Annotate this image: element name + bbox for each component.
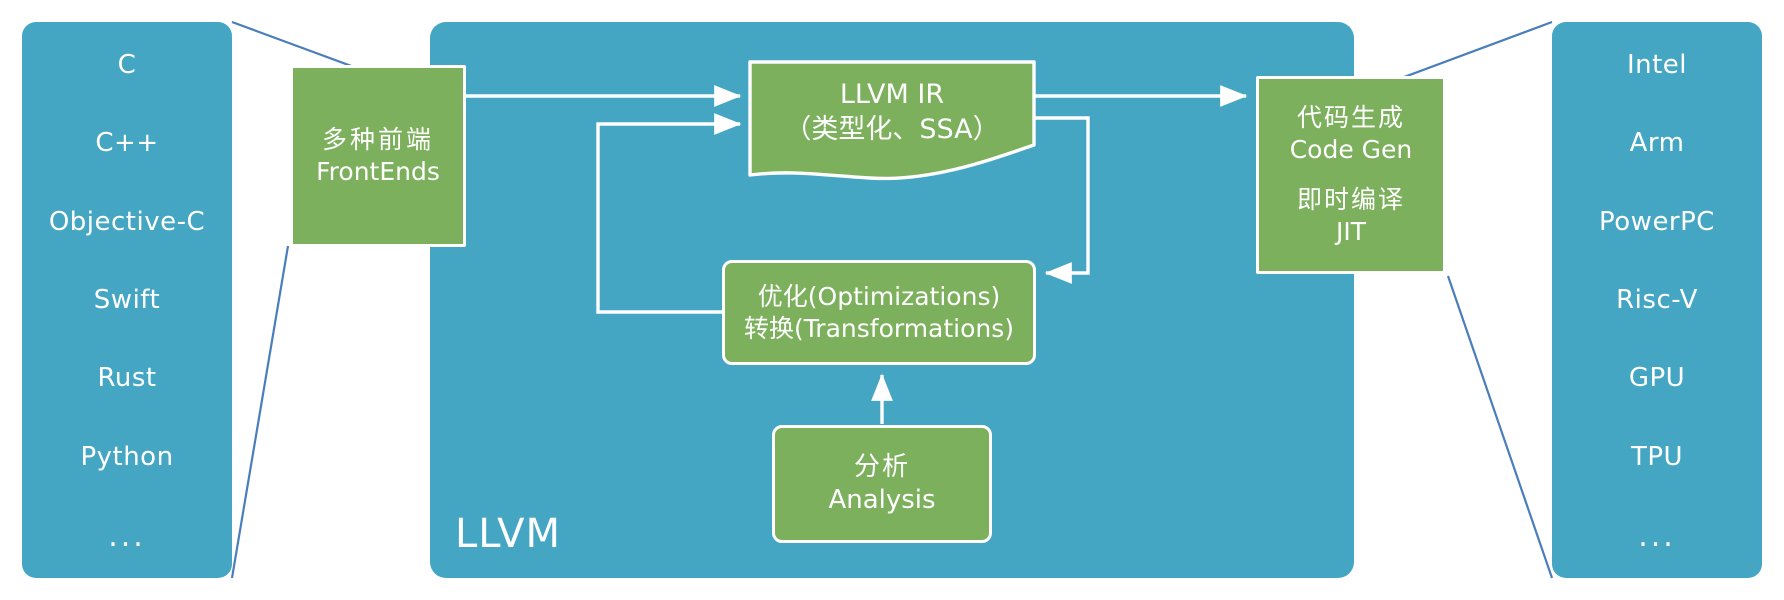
source-language-swift: Swift bbox=[93, 284, 161, 315]
box-codegen-line1: 代码生成 bbox=[1296, 103, 1405, 132]
target-arch-powerpc: PowerPC bbox=[1599, 206, 1715, 237]
box-optimizations-line1: 优化(Optimizations) bbox=[757, 281, 1001, 311]
box-optimizations-line2: 转换(Transformations) bbox=[743, 313, 1015, 343]
target-arch-arm: Arm bbox=[1629, 128, 1685, 159]
source-language-c: C bbox=[117, 50, 137, 80]
connector-right-bottom bbox=[1446, 275, 1554, 579]
connector-left-bottom bbox=[230, 245, 290, 579]
llvm-panel-label: LLVM bbox=[455, 511, 562, 557]
source-language-cpp: C++ bbox=[95, 128, 159, 159]
source-language-objective-c: Objective-C bbox=[48, 206, 206, 237]
box-analysis[interactable]: 分析 Analysis bbox=[772, 425, 992, 543]
target-arch-tpu: TPU bbox=[1630, 441, 1684, 472]
source-language-more: ... bbox=[108, 518, 146, 554]
llvm-ir-box-shape bbox=[748, 60, 1036, 181]
arrow-ir-to-optimizations bbox=[1018, 116, 1090, 284]
source-languages-column: C C++ Objective-C Swift Rust Python ... bbox=[22, 22, 232, 578]
box-codegen[interactable]: 代码生成 Code Gen 即时编译 JIT bbox=[1256, 76, 1446, 274]
target-arch-risc-v: Risc-V bbox=[1616, 284, 1698, 315]
box-llvm-ir-line1: LLVM IR bbox=[839, 79, 945, 110]
box-llvm-ir-line2: （类型化、SSA） bbox=[784, 113, 1000, 145]
box-optimizations[interactable]: 优化(Optimizations) 转换(Transformations) bbox=[722, 260, 1036, 365]
target-architectures-column: Intel Arm PowerPC Risc-V GPU TPU ... bbox=[1552, 22, 1762, 578]
box-codegen-line3: 即时编译 bbox=[1296, 185, 1405, 214]
arrow-optimizations-to-ir bbox=[596, 113, 742, 314]
box-analysis-line2: Analysis bbox=[828, 485, 936, 515]
target-arch-intel: Intel bbox=[1626, 50, 1688, 80]
box-frontends-line1: 多种前端 bbox=[321, 125, 434, 154]
box-codegen-line2: Code Gen bbox=[1289, 135, 1413, 164]
source-language-rust: Rust bbox=[97, 363, 157, 394]
box-frontends-line2: FrontEnds bbox=[316, 157, 440, 186]
box-codegen-line4: JIT bbox=[1335, 217, 1366, 246]
source-language-python: Python bbox=[80, 441, 174, 472]
target-arch-gpu: GPU bbox=[1628, 363, 1686, 394]
box-frontends[interactable]: 多种前端 FrontEnds bbox=[290, 65, 466, 247]
target-arch-more: ... bbox=[1638, 518, 1676, 554]
box-llvm-ir[interactable]: LLVM IR （类型化、SSA） bbox=[750, 62, 1034, 175]
box-analysis-line1: 分析 bbox=[853, 451, 910, 482]
